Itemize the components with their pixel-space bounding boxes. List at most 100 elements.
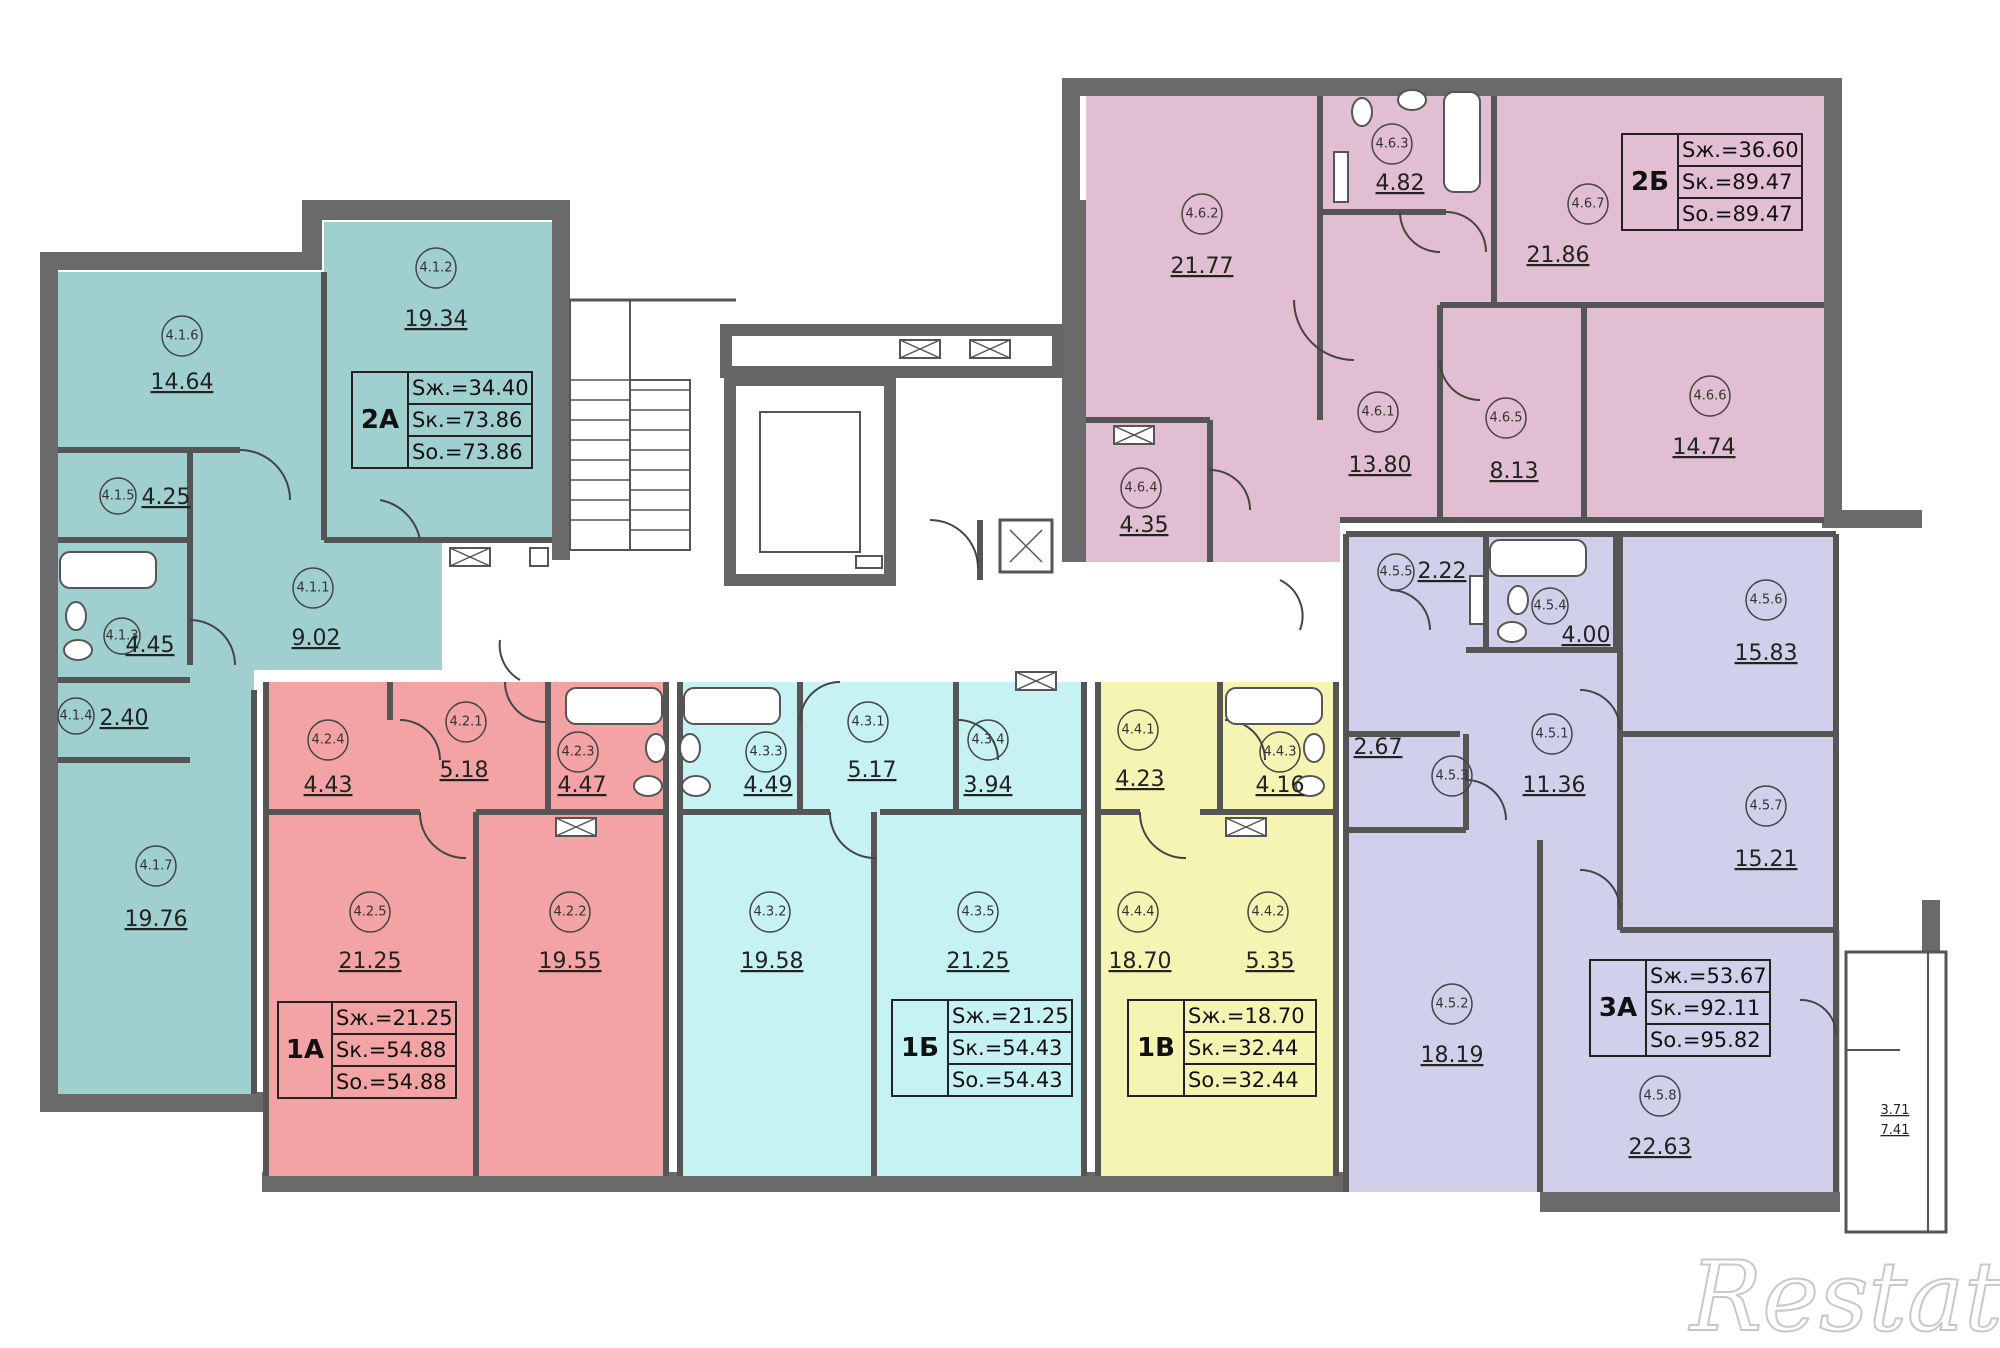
balcony-area-bottom: 7.41 (1881, 1123, 1910, 1138)
room-id-4-6-5: 4.6.5 (1489, 411, 1522, 426)
room-area-4-6-3: 4.82 (1376, 171, 1425, 196)
stairwell-core (569, 298, 1064, 586)
room-area-4-1-7: 19.76 (125, 907, 188, 932)
room-area-4-3-1: 5.17 (848, 758, 897, 783)
apartment-code-1V: 1В (1137, 1033, 1175, 1063)
room-id-4-6-4: 4.6.4 (1124, 481, 1157, 496)
apartment-overall-area-1V: Sо.=32.44 (1188, 1068, 1299, 1092)
room-id-4-3-4: 4.3.4 (971, 733, 1004, 748)
apartment-overall-area-3A: Sо.=95.82 (1650, 1028, 1761, 1052)
room-area-4-6-5: 8.13 (1490, 459, 1539, 484)
apartment-living-area-1B: Sж.=21.25 (952, 1004, 1069, 1028)
room-area-4-6-4: 4.35 (1120, 513, 1169, 538)
room-id-4-3-1: 4.3.1 (851, 715, 884, 730)
room-area-4-5-7: 15.21 (1735, 847, 1798, 872)
room-area-4-1-2: 19.34 (405, 307, 468, 332)
room-area-4-4-4: 18.70 (1109, 949, 1172, 974)
apartment-code-3A: 3А (1599, 993, 1637, 1023)
room-id-4-5-3: 4.5.3 (1435, 769, 1468, 784)
apartment-overall-area-2A: Sо.=73.86 (412, 440, 523, 464)
apartment-total-area-2B: Sк.=89.47 (1682, 170, 1792, 194)
apartment-info-1B: 1Б Sж.=21.25 Sк.=54.43 Sо.=54.43 (891, 999, 1073, 1097)
room-area-4-1-6: 14.64 (151, 370, 214, 395)
apartment-3A-area (1346, 534, 1840, 1192)
apartment-living-area-1V: Sж.=18.70 (1188, 1004, 1305, 1028)
room-id-4-2-5: 4.2.5 (353, 905, 386, 920)
apartment-1A-area (266, 682, 666, 1176)
room-labels (57, 123, 1787, 1117)
room-id-4-5-7: 4.5.7 (1749, 799, 1782, 814)
room-area-4-5-3: 2.67 (1354, 735, 1403, 760)
room-area-4-5-8: 22.63 (1629, 1135, 1692, 1160)
room-area-4-3-3: 4.49 (744, 773, 793, 798)
room-area-4-3-4: 3.94 (964, 773, 1013, 798)
apartment-total-area-1A: Sк.=54.88 (336, 1038, 446, 1062)
apartment-living-area-2A: Sж.=34.40 (412, 376, 529, 400)
room-area-4-1-1: 9.02 (292, 626, 341, 651)
room-area-4-4-1: 4.23 (1116, 767, 1165, 792)
apartment-living-area-3A: Sж.=53.67 (1650, 964, 1767, 988)
room-id-4-3-2: 4.3.2 (753, 905, 786, 920)
bath-fixtures (59, 89, 1587, 797)
room-area-4-6-7: 21.86 (1527, 243, 1590, 268)
vent-shafts (449, 151, 1485, 837)
room-id-4-4-3: 4.4.3 (1263, 745, 1296, 760)
room-id-4-5-4: 4.5.4 (1533, 599, 1566, 614)
apartment-total-area-1V: Sк.=32.44 (1188, 1036, 1298, 1060)
room-id-4-1-2: 4.1.2 (419, 261, 452, 276)
apartment-code-1B: 1Б (901, 1033, 939, 1063)
room-id-4-6-3: 4.6.3 (1375, 137, 1408, 152)
room-id-4-3-3: 4.3.3 (749, 745, 782, 760)
room-id-4-4-2: 4.4.2 (1251, 905, 1284, 920)
room-area-4-4-3: 4.16 (1256, 773, 1305, 798)
room-id-4-3-5: 4.3.5 (961, 905, 994, 920)
apartment-info-1A: 1А Sж.=21.25 Sк.=54.88 Sо.=54.88 (277, 1001, 457, 1099)
room-area-4-3-2: 19.58 (741, 949, 804, 974)
room-area-4-5-1: 11.36 (1523, 773, 1586, 798)
room-id-4-1-6: 4.1.6 (165, 329, 198, 344)
room-id-4-1-3: 4.1.3 (105, 629, 138, 644)
room-id-4-6-2: 4.6.2 (1185, 207, 1218, 222)
room-id-4-2-1: 4.2.1 (449, 715, 482, 730)
room-id-4-6-7: 4.6.7 (1571, 197, 1604, 212)
room-id-4-1-5: 4.1.5 (101, 489, 134, 504)
watermark-logo: Restate (1688, 1241, 2000, 1348)
room-area-4-4-2: 5.35 (1246, 949, 1295, 974)
room-id-4-1-4: 4.1.4 (59, 709, 92, 724)
room-id-4-2-2: 4.2.2 (553, 905, 586, 920)
apartment-2A-area (58, 222, 552, 1094)
apartment-total-area-2A: Sк.=73.86 (412, 408, 522, 432)
apartment-code-1A: 1А (286, 1035, 324, 1065)
apartment-code-2A: 2А (361, 405, 399, 435)
interior-walls (58, 96, 1839, 1192)
room-area-4-1-5: 4.25 (142, 485, 191, 510)
room-area-4-2-3: 4.47 (558, 773, 607, 798)
apartment-info-3A: 3А Sж.=53.67 Sк.=92.11 Sо.=95.82 (1589, 959, 1771, 1057)
room-id-4-5-5: 4.5.5 (1379, 565, 1412, 580)
room-id-4-2-4: 4.2.4 (311, 733, 344, 748)
room-area-4-2-2: 19.55 (539, 949, 602, 974)
apartment-living-area-1A: Sж.=21.25 (336, 1006, 453, 1030)
apartment-1B-area (680, 682, 1084, 1176)
room-area-4-1-3: 4.45 (126, 633, 175, 658)
room-area-4-6-1: 13.80 (1349, 453, 1412, 478)
room-id-4-6-6: 4.6.6 (1693, 389, 1726, 404)
apartment-living-area-2B: Sж.=36.60 (1682, 138, 1799, 162)
room-area-4-6-6: 14.74 (1673, 435, 1736, 460)
room-area-4-6-2: 21.77 (1171, 254, 1234, 279)
room-id-4-5-1: 4.5.1 (1535, 727, 1568, 742)
room-id-4-1-1: 4.1.1 (296, 581, 329, 596)
room-id-4-6-1: 4.6.1 (1361, 405, 1394, 420)
room-area-4-2-1: 5.18 (440, 758, 489, 783)
room-area-4-1-4: 2.40 (100, 706, 149, 731)
room-id-4-5-2: 4.5.2 (1435, 997, 1468, 1012)
room-area-4-3-5: 21.25 (947, 949, 1010, 974)
apartment-info-2B: 2Б Sж.=36.60 Sк.=89.47 Sо.=89.47 (1621, 133, 1803, 231)
room-id-4-1-7: 4.1.7 (139, 859, 172, 874)
apartment-overall-area-1A: Sо.=54.88 (336, 1070, 447, 1094)
apartment-overall-area-1B: Sо.=54.43 (952, 1068, 1063, 1092)
apartment-code-2B: 2Б (1631, 167, 1669, 197)
balcony-area-top: 3.71 (1881, 1103, 1910, 1118)
apartment-info-1V: 1В Sж.=18.70 Sк.=32.44 Sо.=32.44 (1127, 999, 1317, 1097)
